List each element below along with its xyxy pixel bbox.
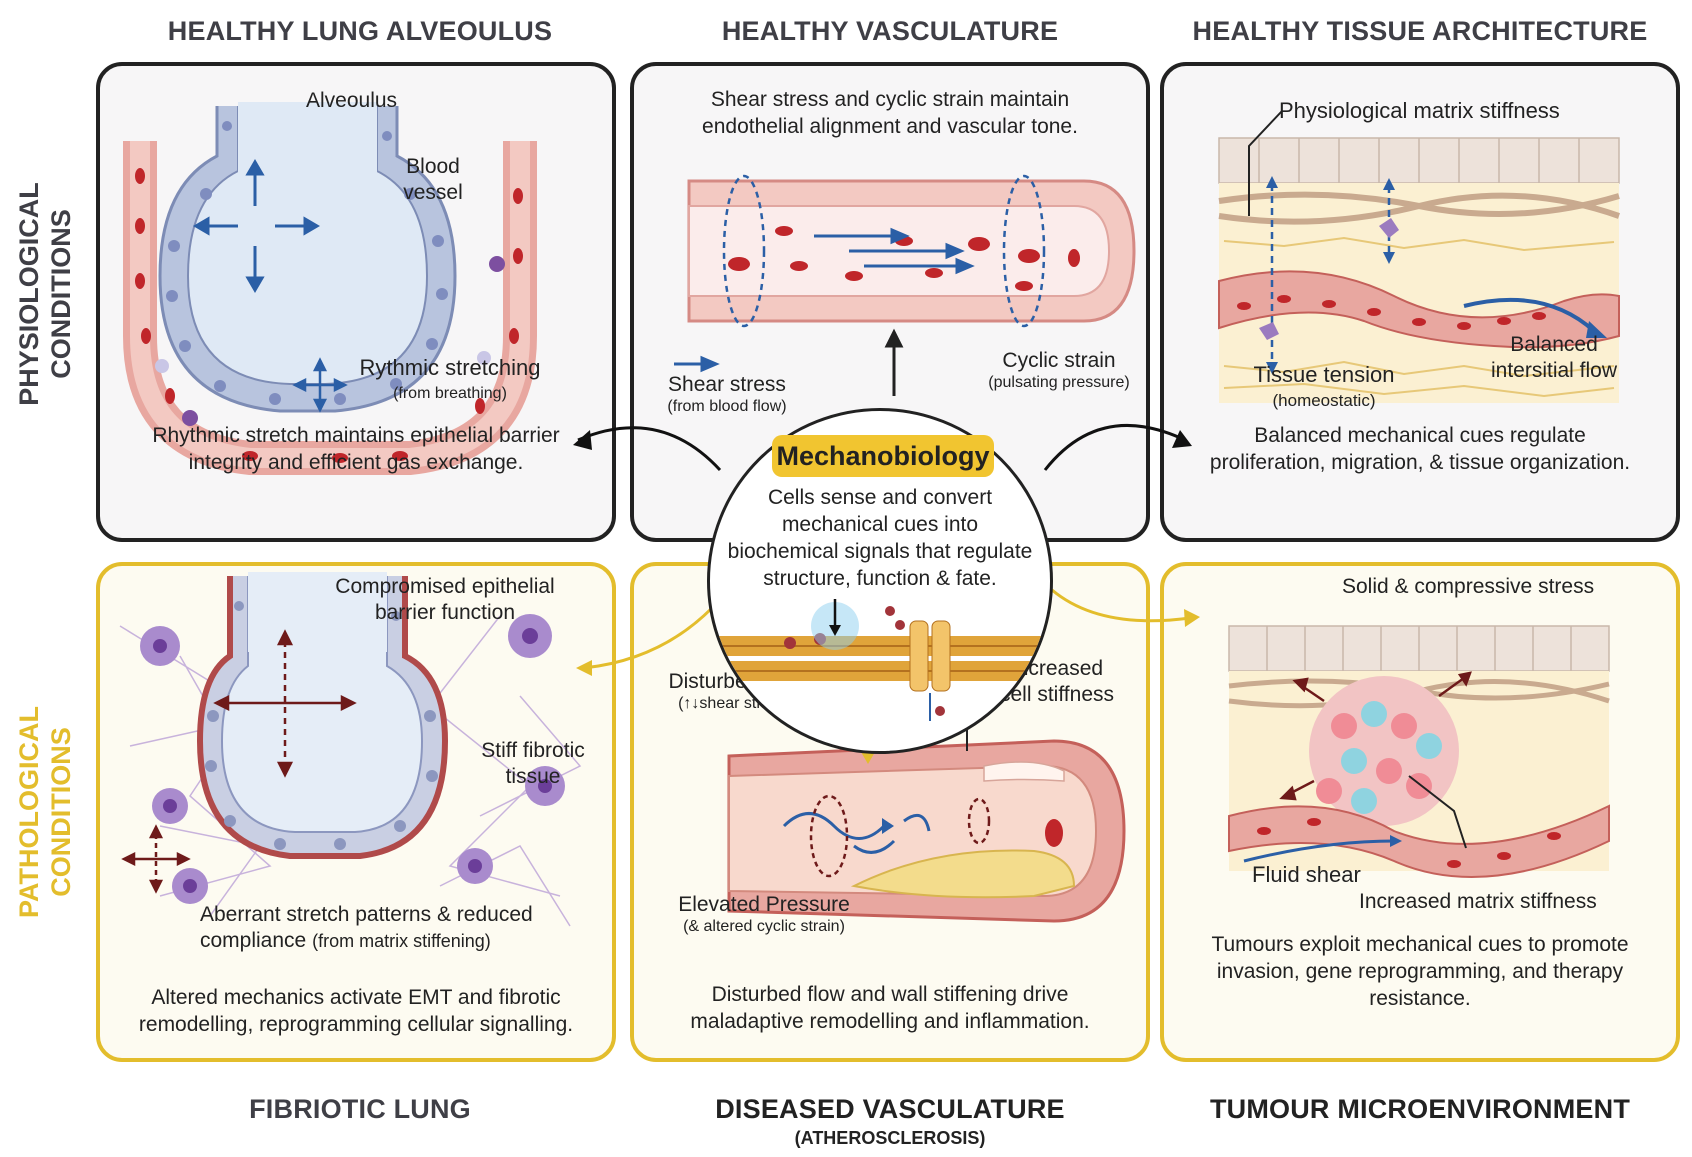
alveolus-illustration (123, 102, 537, 475)
panel-tumour: Solid & compressive stress Fluid shear I… (1160, 562, 1680, 1062)
tissue-illustration (1218, 110, 1620, 403)
shear-stress-label: Shear stress (from blood flow) (667, 373, 787, 415)
elevated-pressure-label: Elevated Pressure (& altered cyclic stra… (678, 893, 850, 935)
healthy-lung-caption: Rhythmic stretch maintains epithelial ba… (152, 424, 560, 474)
tumour-caption: Tumours exploit mechanical cues to promo… (1211, 933, 1629, 1010)
aberrant-stretch-label: Aberrant stretch patterns & reduced comp… (200, 903, 533, 952)
matrix-stiffness-increased-label: Increased matrix stiffness (1359, 890, 1597, 913)
panel-healthy-tissue: Physiological matrix stiffness Tissue te… (1160, 62, 1680, 542)
stretch-label: Rythmic stretching (from breathing) (359, 355, 541, 402)
solid-stress-label: Solid & compressive stress (1342, 575, 1595, 598)
matrix-stiffness-label: Physiological matrix stiffness (1279, 98, 1560, 123)
tissue-tension-label: Tissue tension (homeostatic) (1253, 362, 1395, 410)
column-title-lung: HEALTHY LUNG ALVEOULUS (167, 16, 553, 46)
bottom-subtitle-vasculature: (ATHEROSCLEROSIS) (794, 1128, 986, 1148)
bottom-title-lung: FIBRIOTIC LUNG (249, 1094, 471, 1124)
fibrotic-lung-illustration (119, 572, 582, 927)
diseased-vessel-illustration (727, 690, 1126, 923)
cyclic-strain-label: Cyclic strain (pulsating pressure) (988, 349, 1130, 391)
fluid-shear-label: Fluid shear (1252, 862, 1361, 887)
column-title-vasculature: HEALTHY VASCULATURE (721, 16, 1059, 46)
bottom-title-vasculature: DISEASED VASCULATURE (715, 1094, 1065, 1124)
vessel-illustration (674, 174, 1136, 396)
alveolus-label: Alveoulus (306, 89, 398, 112)
membrane-illustration (710, 599, 1050, 721)
fibrotic-lung-caption: Altered mechanics activate EMT and fibro… (138, 986, 574, 1036)
column-title-tissue: HEALTHY TISSUE ARCHITECTURE (1192, 16, 1648, 46)
mechanobiology-title: Mechanobiology (772, 435, 994, 477)
tumour-illustration (1228, 625, 1610, 878)
bottom-title-tissue: TUMOUR MICROENVIRONMENT (1209, 1094, 1631, 1124)
diseased-vessel-caption: Disturbed flow and wall stiffening drive… (690, 983, 1090, 1033)
